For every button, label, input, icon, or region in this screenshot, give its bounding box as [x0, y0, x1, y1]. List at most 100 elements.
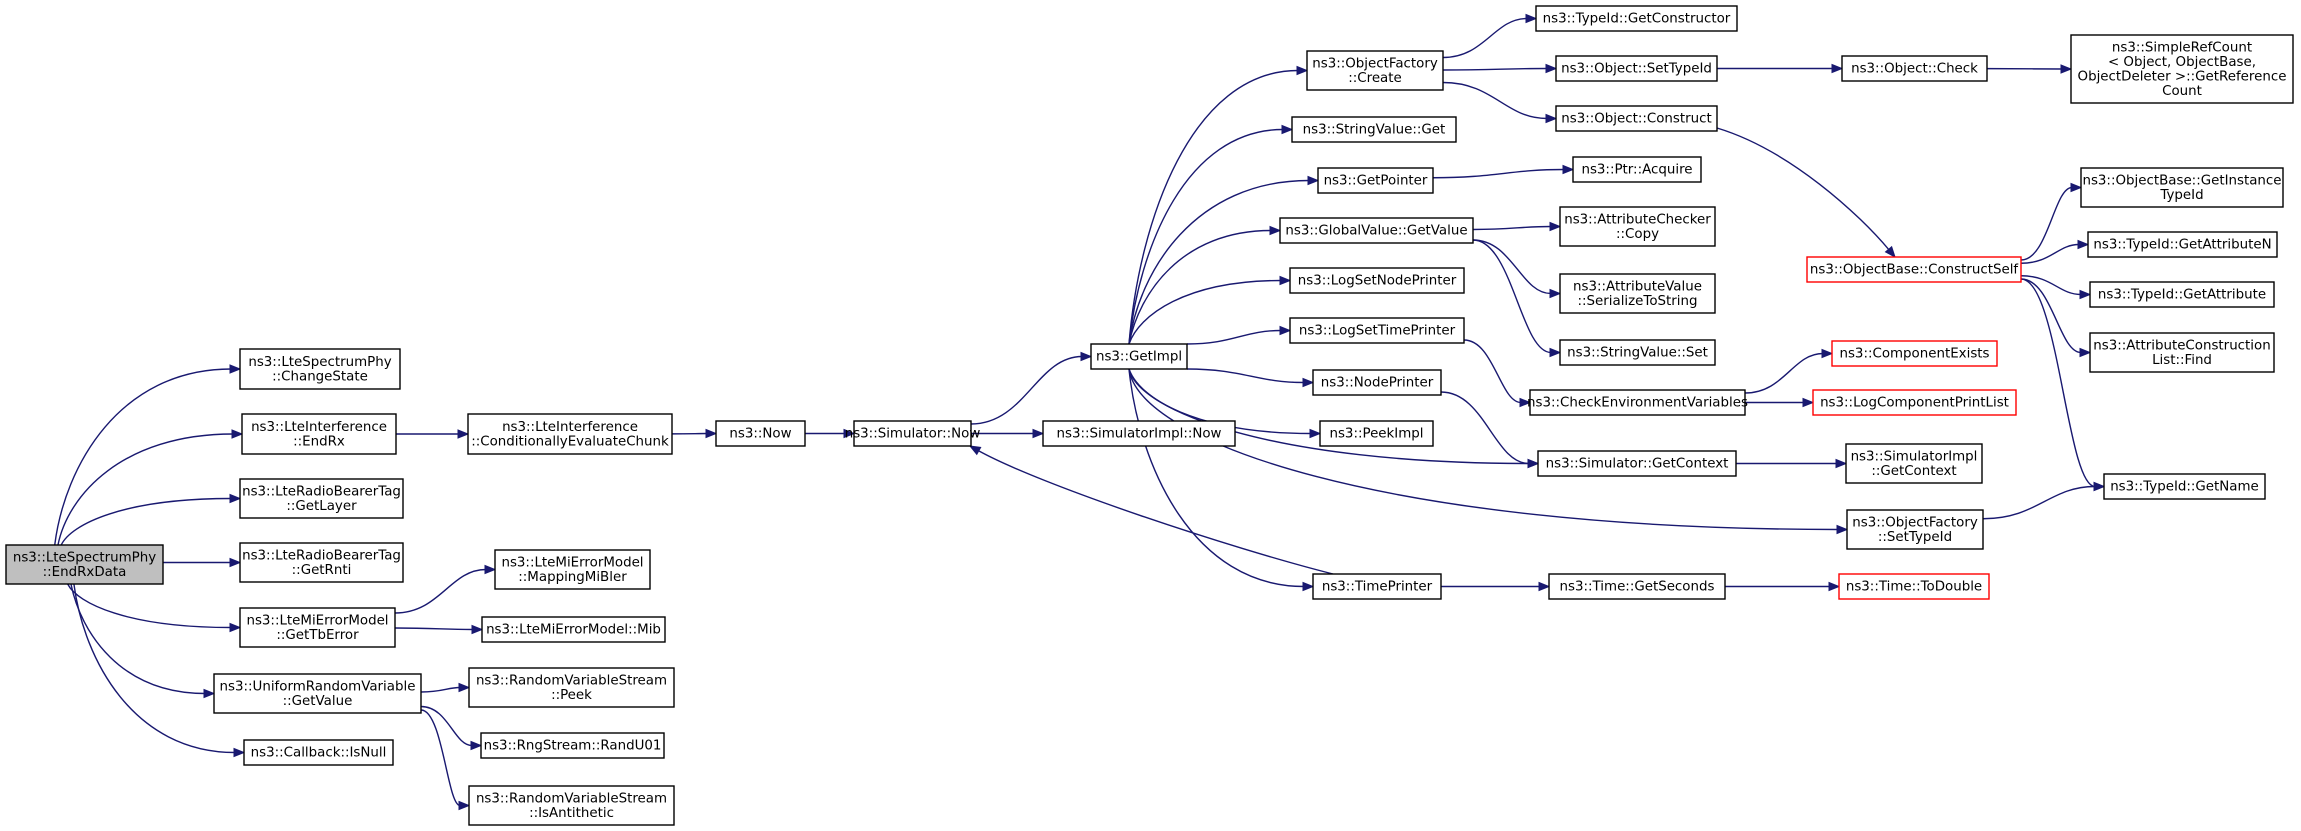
node-typeidgetname[interactable]: ns3::TypeId::GetName [2103, 473, 2266, 500]
node-gvgetvalue[interactable]: ns3::GlobalValue::GetValue [1279, 217, 1474, 244]
node-label: Count [2162, 84, 2202, 99]
edge-line [1442, 67, 1548, 71]
node-ofsettypeid[interactable]: ns3::ObjectFactory::SetTypeId [1846, 509, 1984, 550]
arrow-head [1269, 225, 1282, 236]
node-timeprinter[interactable]: ns3::TimePrinter [1312, 573, 1442, 600]
node-label: ns3::Simulator::Now [845, 427, 981, 442]
node-ptracquire[interactable]: ns3::Ptr::Acquire [1572, 156, 1702, 183]
node-peekimpl[interactable]: ns3::PeekImpl [1319, 420, 1434, 447]
node-timegetseconds[interactable]: ns3::Time::GetSeconds [1548, 573, 1726, 600]
node-label: ns3::AttributeChecker [1564, 212, 1711, 227]
node-avserialize[interactable]: ns3::AttributeValue::SerializeToString [1559, 273, 1716, 314]
node-simnow[interactable]: ns3::Simulator::Now [845, 420, 981, 447]
node-objectcheck[interactable]: ns3::Object::Check [1841, 55, 1988, 82]
node-getrnti[interactable]: ns3::LteRadioBearerTag::GetRnti [239, 542, 404, 583]
edge-gvgetvalue-to-avserialize [1472, 239, 1562, 299]
node-isnull[interactable]: ns3::Callback::IsNull [243, 739, 394, 766]
node-box [5, 544, 164, 585]
node-logsettimeprinter[interactable]: ns3::LogSetTimePrinter [1289, 317, 1465, 344]
arrow-head [1545, 63, 1558, 74]
node-changestate[interactable]: ns3::LteSpectrumPhy::ChangeState [239, 348, 401, 390]
node-label: ns3::RandomVariableStream [476, 673, 667, 688]
node-label: ns3::LteInterference [251, 420, 387, 435]
node-simimplgetcontext[interactable]: ns3::SimulatorImpl::GetContext [1845, 443, 1983, 484]
node-getpointer[interactable]: ns3::GetPointer [1317, 167, 1434, 194]
node-simgetcontext[interactable]: ns3::Simulator::GetContext [1537, 450, 1737, 477]
node-construct[interactable]: ns3::Object::Construct [1555, 105, 1718, 132]
node-logsetnodeprinter[interactable]: ns3::LogSetNodePrinter [1289, 267, 1465, 294]
arrow-head [2077, 239, 2090, 250]
node-settypeid[interactable]: ns3::Object::SetTypeId [1555, 55, 1718, 82]
edge-root-to-changestate [54, 364, 242, 546]
edge-urvgetvalue-to-peek [420, 682, 471, 693]
arrow-head [1549, 347, 1562, 358]
node-ofcreate[interactable]: ns3::ObjectFactory::Create [1306, 50, 1444, 91]
node-randu01[interactable]: ns3::RngStream::RandU01 [480, 732, 665, 759]
node-label: ns3::ComponentExists [1839, 347, 1989, 362]
node-label: ns3::TypeId::GetConstructor [1543, 12, 1731, 27]
edge-line [420, 705, 473, 747]
edge-getimpl-to-ofcreate [1128, 65, 1309, 345]
node-label: ::SerializeToString [1578, 294, 1698, 309]
node-label: ns3::SimulatorImpl::Now [1056, 427, 1221, 442]
node-accopy[interactable]: ns3::AttributeChecker::Copy [1559, 206, 1716, 247]
node-condeval[interactable]: ns3::LteInterference::ConditionallyEvalu… [467, 413, 673, 455]
node-mib[interactable]: ns3::LteMiErrorModel::Mib [481, 616, 666, 643]
edge-simnow-to-simimplnow [971, 428, 1045, 439]
node-simimplnow[interactable]: ns3::SimulatorImpl::Now [1042, 420, 1236, 447]
node-getimpl[interactable]: ns3::GetImpl [1090, 343, 1188, 370]
node-componentexists[interactable]: ns3::ComponentExists [1831, 340, 1998, 367]
node-box [2070, 34, 2294, 104]
edge-constructself-to-getinstancetypeid [2020, 182, 2083, 261]
node-getattributen[interactable]: ns3::TypeId::GetAttributeN [2087, 231, 2278, 258]
arrow-head [458, 800, 471, 811]
edge-getpointer-to-ptracquire [1432, 164, 1575, 179]
edge-timeprinter-to-timegetseconds [1441, 581, 1551, 592]
node-isantithetic[interactable]: ns3::RandomVariableStream::IsAntithetic [468, 785, 675, 826]
node-label: ns3::LteSpectrumPhy [248, 355, 391, 370]
node-label: ::EndRxData [43, 565, 127, 580]
edge-objectcheck-to-getreferencecount [1986, 64, 2073, 74]
node-box [1559, 339, 1716, 366]
arrow-head [2093, 481, 2106, 492]
node-urvgetvalue[interactable]: ns3::UniformRandomVariable::GetValue [213, 673, 422, 714]
node-getlayer[interactable]: ns3::LteRadioBearerTag::GetLayer [239, 478, 404, 519]
node-now[interactable]: ns3::Now [715, 420, 806, 447]
arrow-head [843, 428, 856, 439]
node-timetodouble[interactable]: ns3::Time::ToDouble [1838, 573, 1990, 600]
node-mappingmibler[interactable]: ns3::LteMiErrorModel::MappingMiBler [494, 549, 651, 590]
arrow-head [1802, 397, 1815, 408]
nodes-layer: ns3::LteSpectrumPhy::EndRxData ns3::LteSp… [5, 5, 2294, 826]
edge-line [1982, 485, 2096, 520]
arrow-head [458, 682, 471, 693]
node-getattribute[interactable]: ns3::TypeId::GetAttribute [2089, 281, 2275, 308]
arrow-head [2070, 182, 2083, 193]
node-label: ::GetRnti [292, 563, 352, 578]
node-label: ns3::TypeId::GetAttributeN [2093, 238, 2271, 253]
node-gettberror[interactable]: ns3::LteMiErrorModel::GetTbError [239, 607, 396, 648]
edge-line [1472, 225, 1552, 231]
arrow-head [1080, 351, 1093, 362]
node-box [494, 549, 651, 590]
node-label: < Object, ObjectBase, [2108, 55, 2256, 70]
node-nodeprinter[interactable]: ns3::NodePrinter [1312, 369, 1442, 396]
node-peek[interactable]: ns3::RandomVariableStream::Peek [468, 667, 675, 708]
node-getconstructor[interactable]: ns3::TypeId::GetConstructor [1535, 5, 1738, 32]
node-stringvalueget[interactable]: ns3::StringValue::Get [1291, 116, 1457, 143]
node-stringvalueset[interactable]: ns3::StringValue::Set [1559, 339, 1716, 366]
edge-timegetseconds-to-timetodouble [1725, 581, 1841, 592]
node-checkenv[interactable]: ns3::CheckEnvironmentVariables [1527, 389, 1748, 416]
edge-checkenv-to-logcomponentprintlist [1745, 397, 1815, 408]
node-endrx[interactable]: ns3::LteInterference::EndRx [241, 413, 397, 455]
arrow-head [705, 428, 718, 439]
node-getreferencecount[interactable]: ns3::SimpleRefCount< Object, ObjectBase,… [2070, 34, 2294, 104]
node-constructself[interactable]: ns3::ObjectBase::ConstructSelf [1806, 256, 2022, 283]
arrow-head [471, 624, 484, 635]
edge-line [2020, 243, 2080, 264]
node-label: ::ChangeState [272, 369, 368, 384]
node-label: ns3::TypeId::GetName [2110, 480, 2259, 495]
node-logcomponentprintlist[interactable]: ns3::LogComponentPrintList [1812, 389, 2017, 416]
node-box [239, 607, 396, 648]
